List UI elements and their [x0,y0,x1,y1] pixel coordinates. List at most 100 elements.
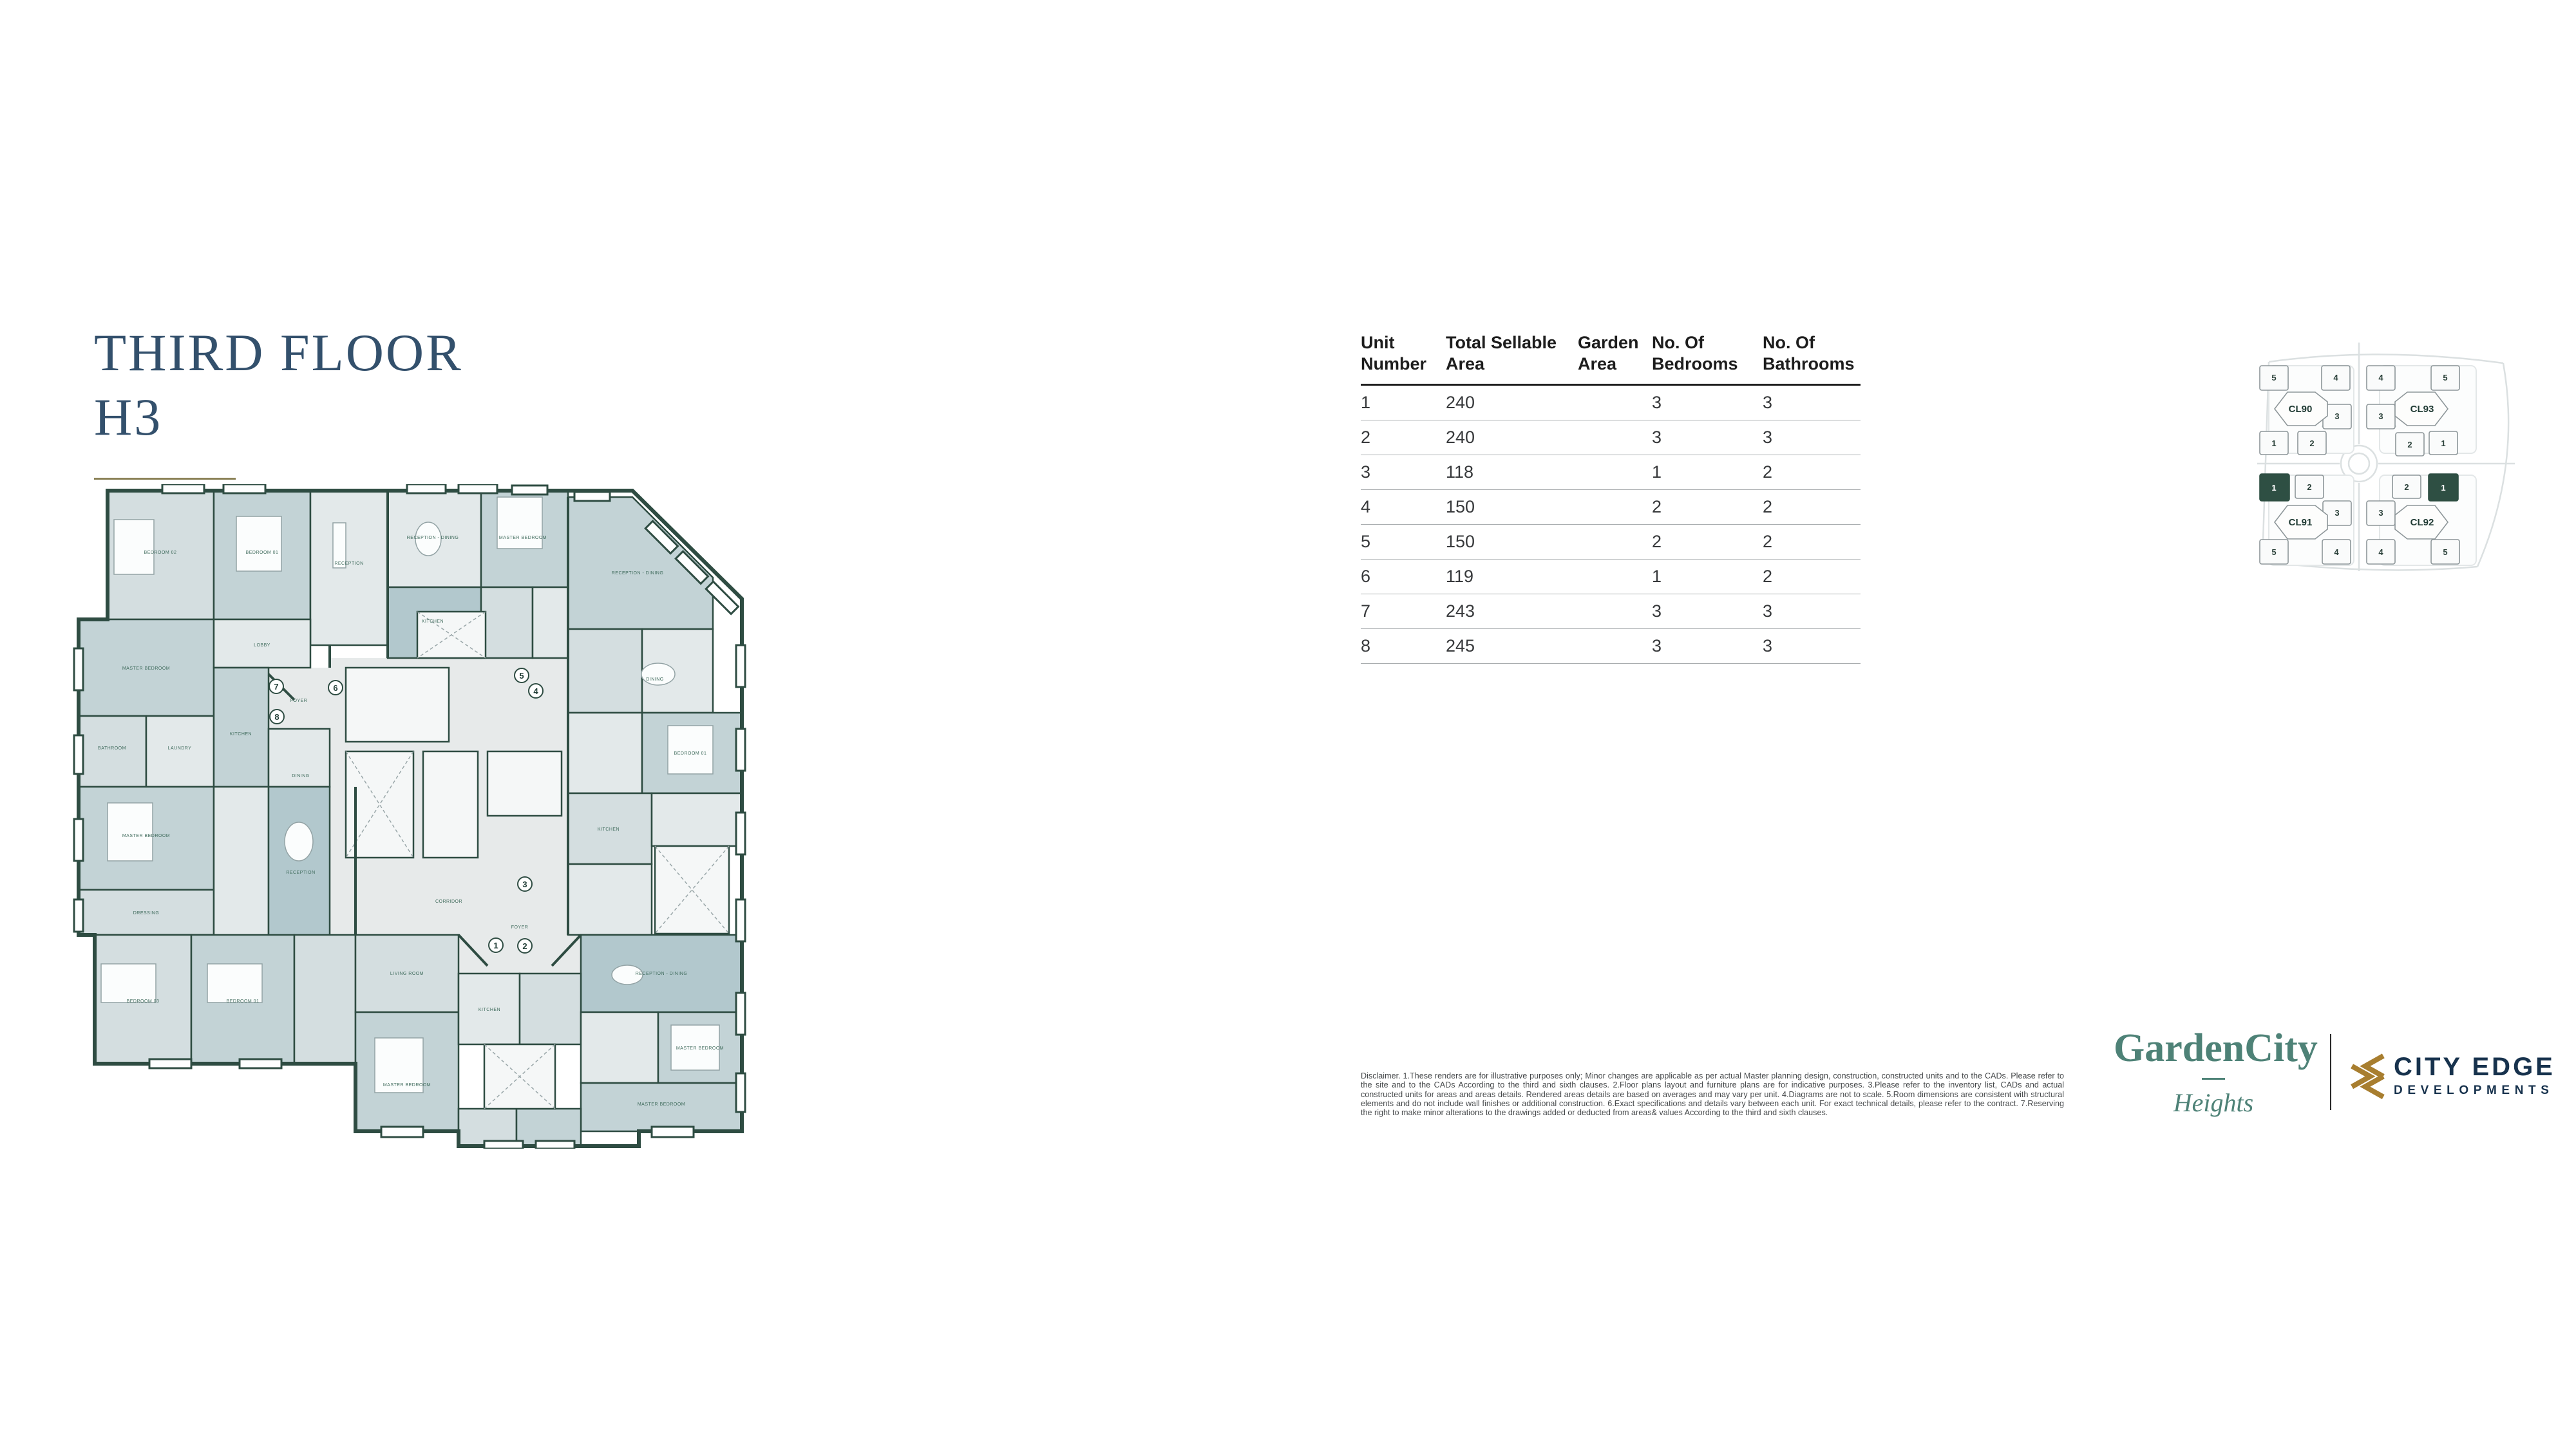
gardencity-logo-name: GardenCity [2114,1026,2318,1070]
cell-bathrooms: 2 [1763,462,1773,482]
svg-text:6: 6 [333,683,337,693]
cell-bedrooms: 2 [1652,532,1662,551]
svg-text:DRESSING: DRESSING [133,911,160,916]
table-row: 1 240 3 3 [1361,386,1861,420]
table-row: 5 150 2 2 [1361,525,1861,560]
svg-text:3: 3 [2378,411,2383,421]
site-cluster-cl90: CL90 5 4 3 2 1 [2259,365,2352,455]
cell-area: 150 [1446,497,1475,516]
col-header-bedrooms: No. Of Bedrooms [1652,333,1738,373]
cell-unit: 6 [1361,567,1371,586]
svg-text:2: 2 [2307,482,2311,492]
wing-walls [267,491,582,967]
col-header-bathrooms: No. Of Bathrooms [1763,333,1855,373]
svg-text:5: 5 [2271,373,2276,382]
gardencity-logo: GardenCity Heights [2114,1026,2318,1118]
svg-text:MASTER BEDROOM: MASTER BEDROOM [383,1083,431,1088]
col-header-garden-area: Garden Area [1578,333,1639,373]
svg-text:LOBBY: LOBBY [254,643,270,648]
svg-text:2: 2 [522,941,527,951]
page-title-line2: H3 [94,388,163,446]
svg-text:4: 4 [2378,547,2383,557]
gardencity-logo-dash [2202,1078,2225,1080]
page-title-line1: THIRD FLOOR [94,323,463,382]
cell-unit: 1 [1361,393,1371,412]
cell-area: 150 [1446,532,1475,551]
cell-unit: 3 [1361,462,1371,482]
svg-text:5: 5 [2443,373,2447,382]
svg-text:RECEPTION - DINING: RECEPTION - DINING [612,571,664,576]
page-title: THIRD FLOOR H3 [94,321,463,449]
svg-text:MASTER BEDROOM: MASTER BEDROOM [499,536,547,540]
cell-bedrooms: 1 [1652,462,1662,482]
svg-text:BATHROOM: BATHROOM [98,746,126,751]
unit-marker-3: 3 [517,876,533,892]
cityedge-logo: CITY EDGE DEVELOPMENTS [2347,1050,2555,1101]
svg-text:2: 2 [2404,482,2409,492]
svg-text:8: 8 [274,712,279,722]
cell-bedrooms: 3 [1652,428,1662,447]
svg-text:5: 5 [519,671,524,681]
cell-unit: 8 [1361,636,1371,655]
unit-marker-7: 7 [269,679,284,694]
site-map: CL90 5 4 3 2 1 CL93 4 5 3 2 1 CL91 1 2 3… [2257,343,2515,571]
room-labels: BEDROOM 02 BEDROOM 01 RECEPTION LOBBY MA… [98,536,724,1107]
svg-text:MASTER BEDROOM: MASTER BEDROOM [122,666,170,671]
svg-text:5: 5 [2443,547,2447,557]
svg-text:1: 1 [493,941,498,950]
svg-text:RECEPTION: RECEPTION [334,561,363,566]
svg-text:5: 5 [2271,547,2276,557]
svg-text:3: 3 [2334,411,2339,421]
stair-elevator-cores [345,610,730,1110]
svg-text:FOYER: FOYER [290,699,308,703]
unit-table-header: Unit Number Total Sellable Area Garden A… [1361,332,1861,386]
svg-text:4: 4 [2378,373,2383,382]
cell-bedrooms: 3 [1652,601,1662,621]
cell-unit: 7 [1361,601,1371,621]
cityedge-name: CITY EDGE [2394,1052,2555,1081]
table-row: 2 240 3 3 [1361,420,1861,455]
svg-text:BEDROOM 02: BEDROOM 02 [144,551,177,555]
floor-plan: BEDROOM 02 BEDROOM 01 RECEPTION LOBBY MA… [73,484,746,1149]
unit-marker-2: 2 [517,938,533,954]
site-cluster-cl91: CL91 1 2 3 5 4 [2259,473,2352,565]
svg-text:4: 4 [2334,547,2339,557]
cell-bedrooms: 2 [1652,497,1662,516]
table-row: 7 243 3 3 [1361,594,1861,629]
cell-area: 240 [1446,428,1475,447]
svg-text:4: 4 [533,686,538,696]
svg-text:4: 4 [2333,373,2338,382]
cell-unit: 2 [1361,428,1371,447]
site-cluster-cl93: CL93 4 5 3 2 1 [2366,365,2460,457]
svg-text:RECEPTION: RECEPTION [286,871,315,875]
cell-bathrooms: 2 [1763,532,1773,551]
svg-text:KITCHEN: KITCHEN [598,827,620,832]
gardencity-logo-sub: Heights [2173,1088,2254,1117]
svg-text:BEDROOM 01: BEDROOM 01 [227,999,260,1004]
svg-text:2: 2 [2407,440,2412,449]
cell-bathrooms: 3 [1763,601,1773,621]
cityedge-text: CITY EDGE DEVELOPMENTS [2394,1053,2555,1098]
svg-text:BEDROOM 03: BEDROOM 03 [127,999,160,1004]
svg-text:DINING: DINING [292,774,310,778]
furniture [100,496,720,1093]
unit-markers: 1 2 3 4 5 6 7 8 [269,668,544,954]
cell-bathrooms: 2 [1763,567,1773,586]
svg-text:CL92: CL92 [2410,517,2434,528]
svg-text:3: 3 [2334,508,2339,518]
svg-text:MASTER BEDROOM: MASTER BEDROOM [638,1102,685,1107]
cell-bathrooms: 3 [1763,636,1773,655]
unit-marker-8: 8 [269,709,285,724]
cityedge-sub: DEVELOPMENTS [2394,1083,2554,1097]
cell-area: 243 [1446,601,1475,621]
cell-bedrooms: 3 [1652,636,1662,655]
title-underline [94,478,236,480]
svg-text:RECEPTION - DINING: RECEPTION - DINING [636,972,688,976]
col-header-sellable-area: Total Sellable Area [1446,333,1557,373]
svg-text:2: 2 [2309,438,2314,448]
cell-bathrooms: 3 [1763,393,1773,412]
table-row: 3 118 1 2 [1361,455,1861,490]
logo-divider [2330,1034,2331,1110]
svg-text:1: 1 [2271,438,2276,448]
cell-unit: 4 [1361,497,1371,516]
